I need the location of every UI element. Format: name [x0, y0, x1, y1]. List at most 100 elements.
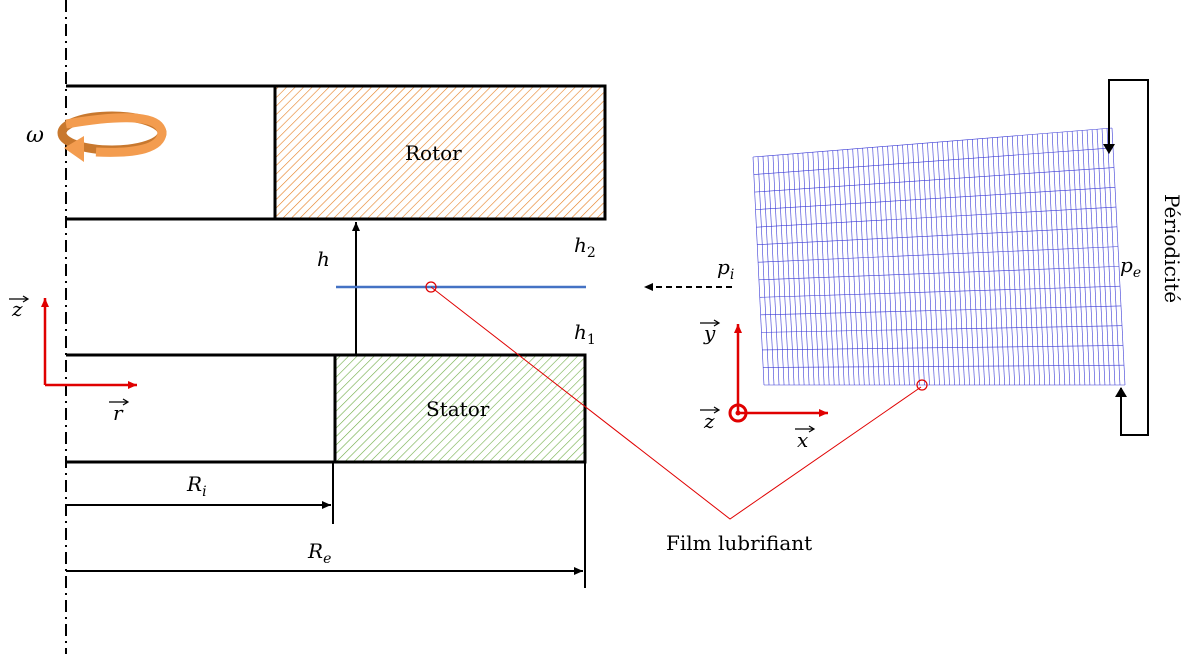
mesh-column-line: [1036, 134, 1051, 386]
mesh-column-line: [797, 153, 810, 386]
z-axis-label-left: z: [9, 295, 30, 321]
mesh-row-line: [753, 147, 1114, 175]
mesh-column-line: [752, 156, 765, 386]
film-marker-right: [916, 379, 928, 391]
periodicity-bracket: [1108, 79, 1149, 436]
mesh-row-line: [759, 285, 1121, 298]
mesh-column-line: [1006, 136, 1021, 386]
rotor-label: Rotor: [405, 141, 462, 165]
mesh-column-line: [837, 150, 850, 386]
mesh-column-line: [1061, 132, 1076, 386]
svg-text:r: r: [113, 401, 124, 425]
z-out-of-plane-icon: [728, 403, 748, 423]
omega-label: ω: [26, 123, 44, 148]
mesh-column-line: [1041, 133, 1056, 386]
stator-block: [333, 353, 587, 464]
mesh-column-line: [807, 152, 820, 386]
mesh-column-line: [917, 143, 930, 386]
mesh-column-line: [862, 148, 875, 386]
mesh-column-line: [847, 149, 860, 386]
periodicity-arrow-down: [1103, 144, 1115, 154]
mesh-column-line: [952, 140, 965, 386]
mesh-column-line: [777, 154, 790, 386]
mesh-column-line: [1071, 131, 1086, 386]
mesh-column-line: [792, 153, 805, 386]
mesh-column-line: [782, 154, 795, 386]
mesh-column-line: [1086, 129, 1101, 386]
periodicity-arrow-up: [1115, 387, 1127, 397]
mesh-column-line: [1081, 130, 1096, 386]
re-label: Re: [307, 539, 331, 567]
mesh-column-line: [907, 144, 920, 386]
mesh-column-line: [942, 141, 955, 386]
mesh-column-line: [822, 151, 835, 386]
rotor-block: [273, 84, 607, 221]
svg-text:y: y: [703, 321, 716, 345]
mesh-row-line: [761, 325, 1123, 333]
mesh-column-line: [1021, 135, 1036, 386]
r-axis-label: r: [109, 398, 130, 425]
mesh-column-line: [882, 146, 895, 386]
svg-text:z: z: [11, 297, 23, 321]
mesh-column-line: [877, 146, 890, 386]
mesh-row-line: [758, 246, 1119, 263]
mesh-column-line: [937, 142, 950, 386]
mesh-column-line: [1106, 128, 1121, 386]
h2-label: h2: [574, 233, 596, 261]
mesh-column-line: [922, 143, 935, 386]
mesh-column-line: [857, 148, 870, 386]
mesh-column-line: [832, 150, 845, 386]
mesh-column-line: [1011, 136, 1026, 386]
mesh-column-line: [867, 147, 880, 386]
film-marker-left: [425, 281, 437, 293]
mesh-column-line: [1101, 128, 1116, 386]
mesh-row-line: [752, 127, 1113, 158]
pe-label: pe: [1120, 253, 1141, 281]
mesh-column-line: [912, 144, 925, 386]
z-axis-label-right: z: [700, 406, 721, 433]
mesh-column-line: [817, 151, 830, 386]
mesh-row-line: [756, 206, 1117, 228]
mesh-column-line: [1091, 129, 1106, 386]
mesh-column-line: [852, 148, 865, 386]
mesh-column-line: [972, 139, 985, 386]
mesh-column-line: [1026, 134, 1041, 386]
mesh-column-line: [977, 138, 990, 386]
mesh-column-line: [787, 154, 800, 386]
mesh-column-line: [1066, 131, 1081, 386]
film-connector: [430, 286, 922, 520]
mesh-column-line: [762, 156, 775, 386]
mesh-row-line: [755, 187, 1116, 210]
mesh-column-line: [1002, 136, 1015, 386]
rotation-arrow-icon: [57, 111, 167, 162]
mesh-column-line: [947, 141, 960, 386]
mesh-column-line: [982, 138, 995, 386]
mesh-row-line: [760, 305, 1122, 316]
mesh-column-line: [827, 150, 840, 386]
mesh-column-line: [887, 146, 900, 386]
film-lubrifiant-label: Film lubrifiant: [666, 531, 812, 555]
mesh-column-line: [772, 155, 785, 386]
mesh-column-line: [842, 149, 855, 386]
mesh-column-line: [1031, 134, 1046, 386]
mesh-column-line: [962, 140, 975, 386]
h-label: h: [317, 247, 330, 271]
mesh-column-line: [767, 155, 780, 386]
ri-label: Ri: [186, 472, 207, 500]
mesh-column-line: [892, 145, 905, 386]
svg-text:x: x: [797, 428, 808, 452]
mesh-column-line: [1016, 135, 1031, 386]
mesh-column-line: [1096, 129, 1111, 386]
mesh-column-line: [932, 142, 945, 386]
mesh-column-line: [897, 145, 910, 386]
periodicity-label: Périodicité: [1160, 194, 1184, 303]
mesh-column-line: [987, 138, 1000, 386]
mesh-row-line: [758, 266, 1120, 281]
h1-label: h1: [574, 320, 596, 348]
mesh-column-line: [957, 140, 970, 386]
pi-label: pi: [717, 255, 734, 283]
mesh-column-line: [1051, 132, 1066, 386]
svg-text:z: z: [703, 409, 715, 433]
mesh-row-line: [762, 345, 1124, 351]
